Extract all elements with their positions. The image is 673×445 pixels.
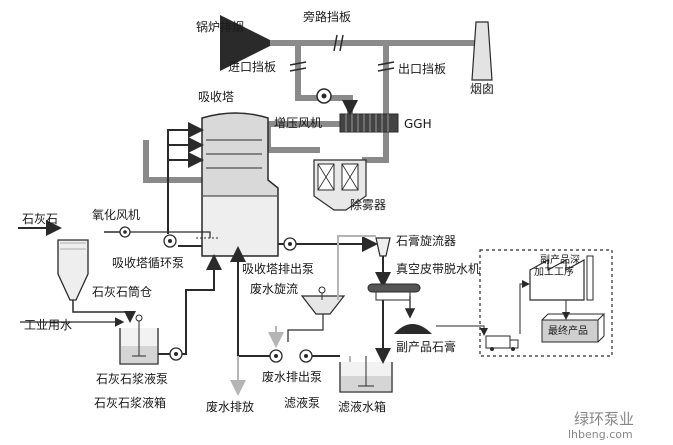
label-filtrate-pump: 滤液泵 — [284, 396, 321, 410]
label-filtrate-tank: 滤液水箱 — [338, 400, 387, 414]
absorber-discharge-pump-icon — [283, 237, 297, 251]
label-wastewater-cyclone: 废水旋流 — [250, 282, 299, 296]
label-limestone-slurry-pump: 石灰石浆液泵 — [96, 372, 169, 386]
vacuum-belt-filter — [367, 283, 421, 301]
label-byproduct-deep-processing-line1: 副产品深 — [540, 255, 580, 266]
inlet-damper — [289, 61, 307, 72]
label-vacuum-belt-dewater: 真空皮带脱水机 — [396, 262, 481, 276]
label-limestone-silo: 石灰石筒仓 — [92, 285, 153, 299]
filtrate-pump-icon — [269, 349, 283, 363]
label-byproduct-gypsum: 副产品石膏 — [396, 340, 457, 354]
label-absorber: 吸收塔 — [198, 90, 235, 104]
label-demister: 除雾器 — [350, 198, 387, 212]
absorber-circ-pump-icon — [163, 234, 177, 248]
label-oxidation-fan: 氧化风机 — [92, 208, 141, 222]
label-wastewater-discharge-pump: 废水排出泵 — [262, 370, 323, 384]
label-booster-fan: 增压风机 — [274, 116, 323, 130]
gypsum-pile-icon — [394, 324, 432, 334]
label-chimney: 烟囱 — [470, 82, 495, 96]
limestone-slurry-pump-icon — [169, 347, 183, 361]
byproduct-processing-box — [479, 249, 613, 357]
bypass-damper — [333, 34, 344, 52]
wastewater-cyclone — [300, 286, 346, 315]
chimney-icon — [471, 21, 493, 81]
label-final-product: 最终产品 — [548, 326, 588, 337]
label-byproduct-deep-processing-line2: 加工工序 — [534, 267, 574, 278]
oxidation-fan-icon — [119, 226, 131, 238]
label-absorber-discharge-pump: 吸收塔排出泵 — [242, 262, 315, 276]
label-inlet-damper: 进口挡板 — [228, 60, 277, 74]
label-limestone-slurry-tank: 石灰石浆液箱 — [94, 396, 167, 410]
label-ggh: GGH — [404, 117, 432, 131]
gypsum-cyclone — [375, 237, 391, 257]
factory-icon — [529, 255, 594, 301]
label-bypass-damper: 旁路挡板 — [303, 10, 352, 24]
ggh-unit — [339, 113, 399, 133]
final-product-box — [541, 313, 606, 343]
limestone-silo — [57, 239, 89, 301]
truck-icon — [485, 335, 519, 351]
label-industrial-water: 工业用水 — [24, 318, 73, 332]
watermark-cn: 绿环泵业 — [574, 410, 635, 428]
label-outlet-damper: 出口挡板 — [398, 62, 447, 76]
booster-fan-icon — [316, 88, 332, 104]
label-gypsum-cyclone: 石膏旋流器 — [396, 234, 457, 248]
limestone-slurry-tank — [119, 314, 159, 365]
filtrate-tank — [339, 356, 393, 393]
outlet-damper — [377, 61, 395, 72]
label-absorber-circ-pump: 吸收塔循环泵 — [112, 256, 185, 270]
label-limestone: 石灰石 — [22, 212, 59, 226]
demister — [313, 159, 367, 211]
absorber-tower — [174, 112, 279, 257]
label-boiler-flue-gas: 锅炉排烟 — [196, 20, 245, 34]
watermark-en: lhbeng.com — [568, 428, 633, 441]
label-wastewater-discharge: 废水排放 — [206, 400, 255, 414]
wastewater-discharge-pump-icon — [299, 349, 313, 363]
